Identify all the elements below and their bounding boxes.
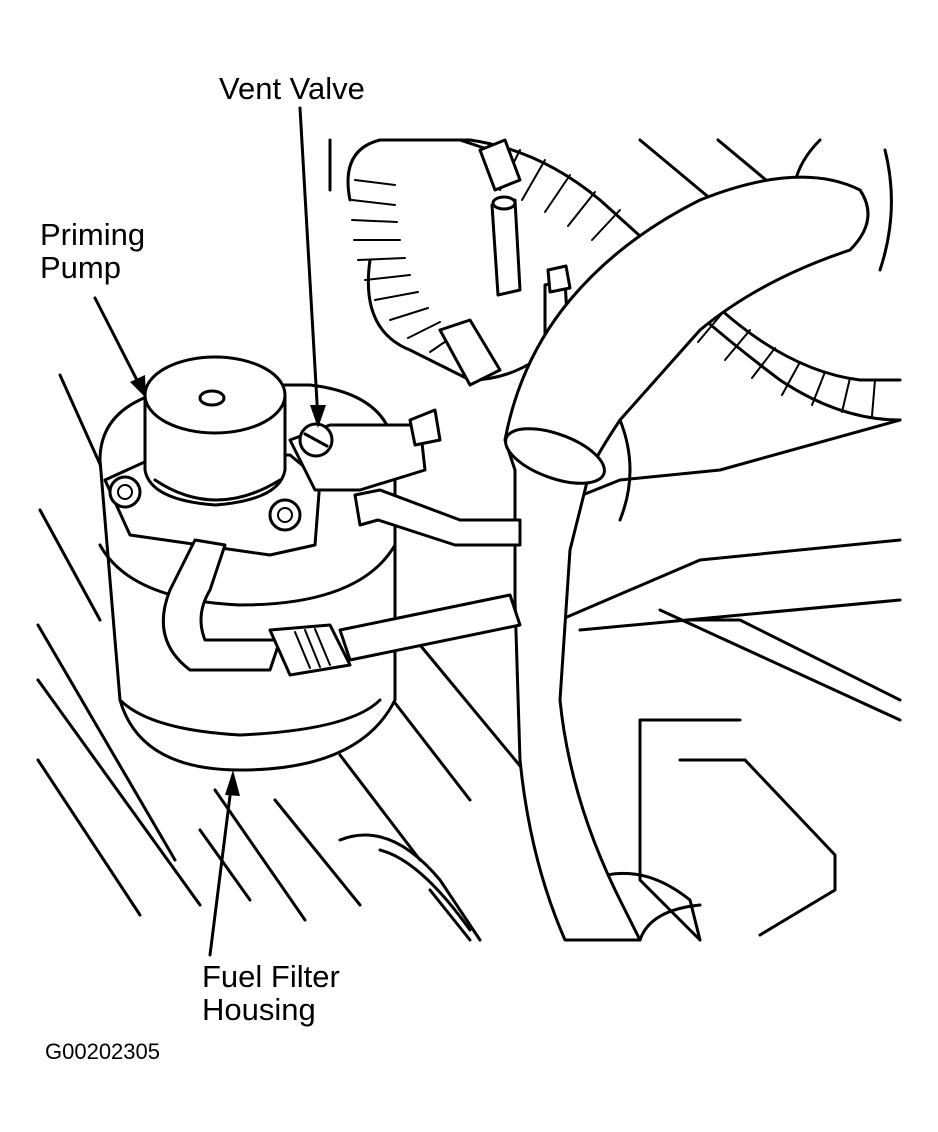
large-coolant-hose [503, 175, 870, 942]
fuel-line [161, 488, 522, 677]
fuel-filter-housing-label: Fuel Filter Housing [202, 960, 340, 1026]
vacuum-hoses [438, 138, 572, 387]
priming-pump [143, 355, 287, 507]
vent-valve-arrowhead [310, 405, 326, 428]
priming-pump-label-line1: Priming [40, 217, 146, 252]
priming-pump-label: Priming Pump [40, 218, 145, 284]
figure-code-text: G00202305 [45, 1039, 160, 1064]
leader-lines [93, 106, 326, 957]
fuel-filter-arrowhead [225, 770, 240, 796]
vent-valve [288, 408, 442, 492]
fuel-filter-label-line2: Housing [202, 992, 316, 1027]
priming-pump-label-line2: Pump [40, 250, 121, 285]
vent-valve-label: Vent Valve [219, 72, 365, 105]
priming-pump-arrowhead [130, 375, 146, 398]
fuel-filter-label-line1: Fuel Filter [202, 959, 340, 994]
figure-code: G00202305 [45, 1040, 160, 1064]
engine-block-outline [338, 418, 902, 942]
vent-valve-label-text: Vent Valve [219, 71, 365, 106]
